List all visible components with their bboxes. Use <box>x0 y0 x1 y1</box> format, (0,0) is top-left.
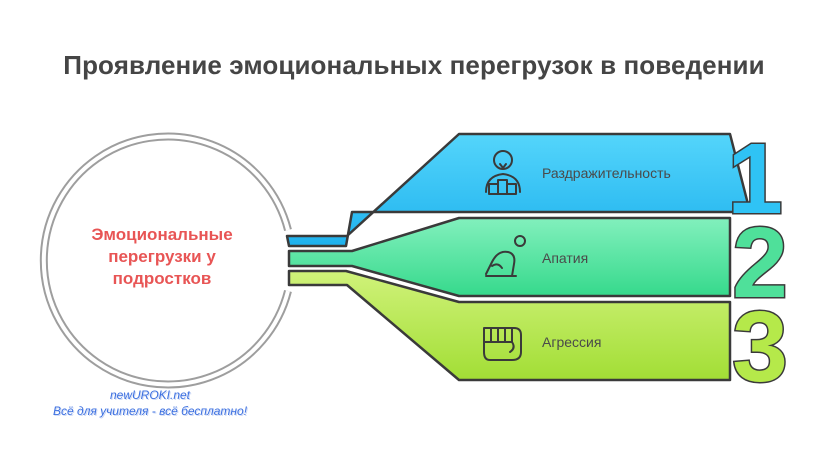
fist-icon <box>483 327 522 361</box>
svg-text:2: 2 <box>732 207 788 319</box>
center-label: Эмоциональные перегрузки у подростков <box>91 225 233 288</box>
branch-1-band <box>285 132 752 248</box>
branch-3-label: Агрессия <box>542 334 602 350</box>
number-1: 1 <box>726 122 785 237</box>
branch-1-label: Раздражительность <box>542 165 671 181</box>
svg-text:1: 1 <box>727 123 783 235</box>
irritated-person-icon <box>485 150 521 195</box>
page-title: Проявление эмоциональных перегрузок в по… <box>63 50 765 80</box>
apathetic-person-icon <box>485 235 526 277</box>
branch-2-band <box>287 216 732 298</box>
svg-text:3: 3 <box>732 291 788 403</box>
number-3: 3 <box>731 290 790 405</box>
watermark-slogan: Всё для учителя - всё бесплатно! <box>52 404 248 418</box>
number-2: 2 <box>731 206 790 321</box>
branch-3-band <box>287 269 732 382</box>
watermark-site: newUROKI.net <box>109 388 191 402</box>
branch-2-label: Апатия <box>542 250 589 266</box>
